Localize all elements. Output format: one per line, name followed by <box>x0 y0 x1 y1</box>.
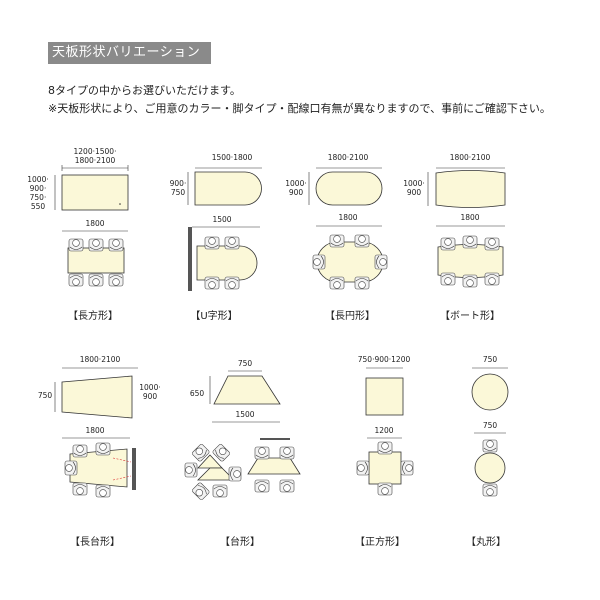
shape-rect: 1200·1500· 1800·2100 1000· 900· 750· 550… <box>27 147 129 322</box>
round-caption: 【丸形】 <box>466 535 506 548</box>
svg-text:750·: 750· <box>30 193 47 202</box>
square-width-dim: 750·900·1200 <box>358 355 411 364</box>
shape-trap: 750 650 1500 【台形】 <box>184 359 301 548</box>
longtrap-layout-dim: 1800 <box>85 426 104 435</box>
oval-caption: 【長円形】 <box>325 310 375 322</box>
longtrap-caption: 【長台形】 <box>70 535 120 548</box>
page-title: 天板形状バリエーション <box>48 42 211 64</box>
u-width-dim: 1500·1800 <box>212 153 253 162</box>
longtrap-left-dim: 750 <box>38 391 53 400</box>
svg-text:1000·: 1000· <box>403 179 424 188</box>
svg-text:1000·: 1000· <box>27 175 48 184</box>
square-tabletop <box>365 377 404 416</box>
round-layout-dim: 750 <box>483 421 498 430</box>
oval-layout-dim: 1800 <box>338 213 357 222</box>
trap-layout-dim: 1500 <box>235 410 254 419</box>
svg-text:1000·: 1000· <box>139 383 160 392</box>
shape-round: 750 750 【丸形】 <box>466 355 509 548</box>
boat-layout-dim: 1800 <box>460 213 479 222</box>
oval-width-dim: 1800·2100 <box>328 153 369 162</box>
trap-tabletop <box>213 375 281 405</box>
boat-tabletop <box>435 170 506 208</box>
svg-text:1000·: 1000· <box>285 179 306 188</box>
shape-oval: 1800·2100 1000· 900 1800 【長円形】 <box>285 153 388 322</box>
u-caption: 【U字形】 <box>190 309 237 322</box>
svg-text:900·: 900· <box>170 179 187 188</box>
boat-caption: 【ボート形】 <box>440 310 500 322</box>
u-tabletop <box>194 171 262 206</box>
oval-tabletop <box>315 171 383 206</box>
rect-layout-dim: 1800 <box>85 219 104 228</box>
svg-text:550: 550 <box>31 202 46 211</box>
trap-width-dim: 750 <box>238 359 253 368</box>
square-caption: 【正方形】 <box>355 535 405 548</box>
boat-width-dim: 1800·2100 <box>450 153 491 162</box>
trap-height-dim: 650 <box>190 389 205 398</box>
trap-caption: 【台形】 <box>220 535 260 548</box>
round-tabletop <box>471 373 509 411</box>
svg-text:750: 750 <box>171 188 186 197</box>
svg-text:900: 900 <box>143 392 158 401</box>
shape-longtrap: 1800·2100 750 1000· 900 1800 【長台形】 <box>38 355 161 548</box>
square-layout-dim: 1200 <box>374 426 393 435</box>
svg-text:900: 900 <box>407 188 422 197</box>
svg-text:900: 900 <box>289 188 304 197</box>
rect-caption: 【長方形】 <box>68 309 118 322</box>
longtrap-width-dim: 1800·2100 <box>80 355 121 364</box>
rect-width-dim-1: 1200·1500· <box>74 147 117 156</box>
u-layout-dim: 1500 <box>212 215 231 224</box>
round-width-dim: 750 <box>483 355 498 364</box>
rect-tabletop <box>61 174 129 211</box>
shape-u: 1500·1800 900· 750 1500 【U字形】 <box>170 153 262 322</box>
intro-text: 8タイプの中からお選びいただけます。 <box>48 84 241 97</box>
shape-square: 750·900·1200 1200 【正方形】 <box>355 355 414 548</box>
rect-width-dim-2: 1800·2100 <box>75 156 116 165</box>
longtrap-tabletop <box>61 375 133 419</box>
note-text: ※天板形状により、ご用意のカラー・脚タイプ・配線口有無が異なりますので、事前にご… <box>48 102 551 115</box>
shape-boat: 1800·2100 1000· 900 1800 【ボート形】 <box>403 153 506 322</box>
svg-text:900·: 900· <box>30 184 47 193</box>
